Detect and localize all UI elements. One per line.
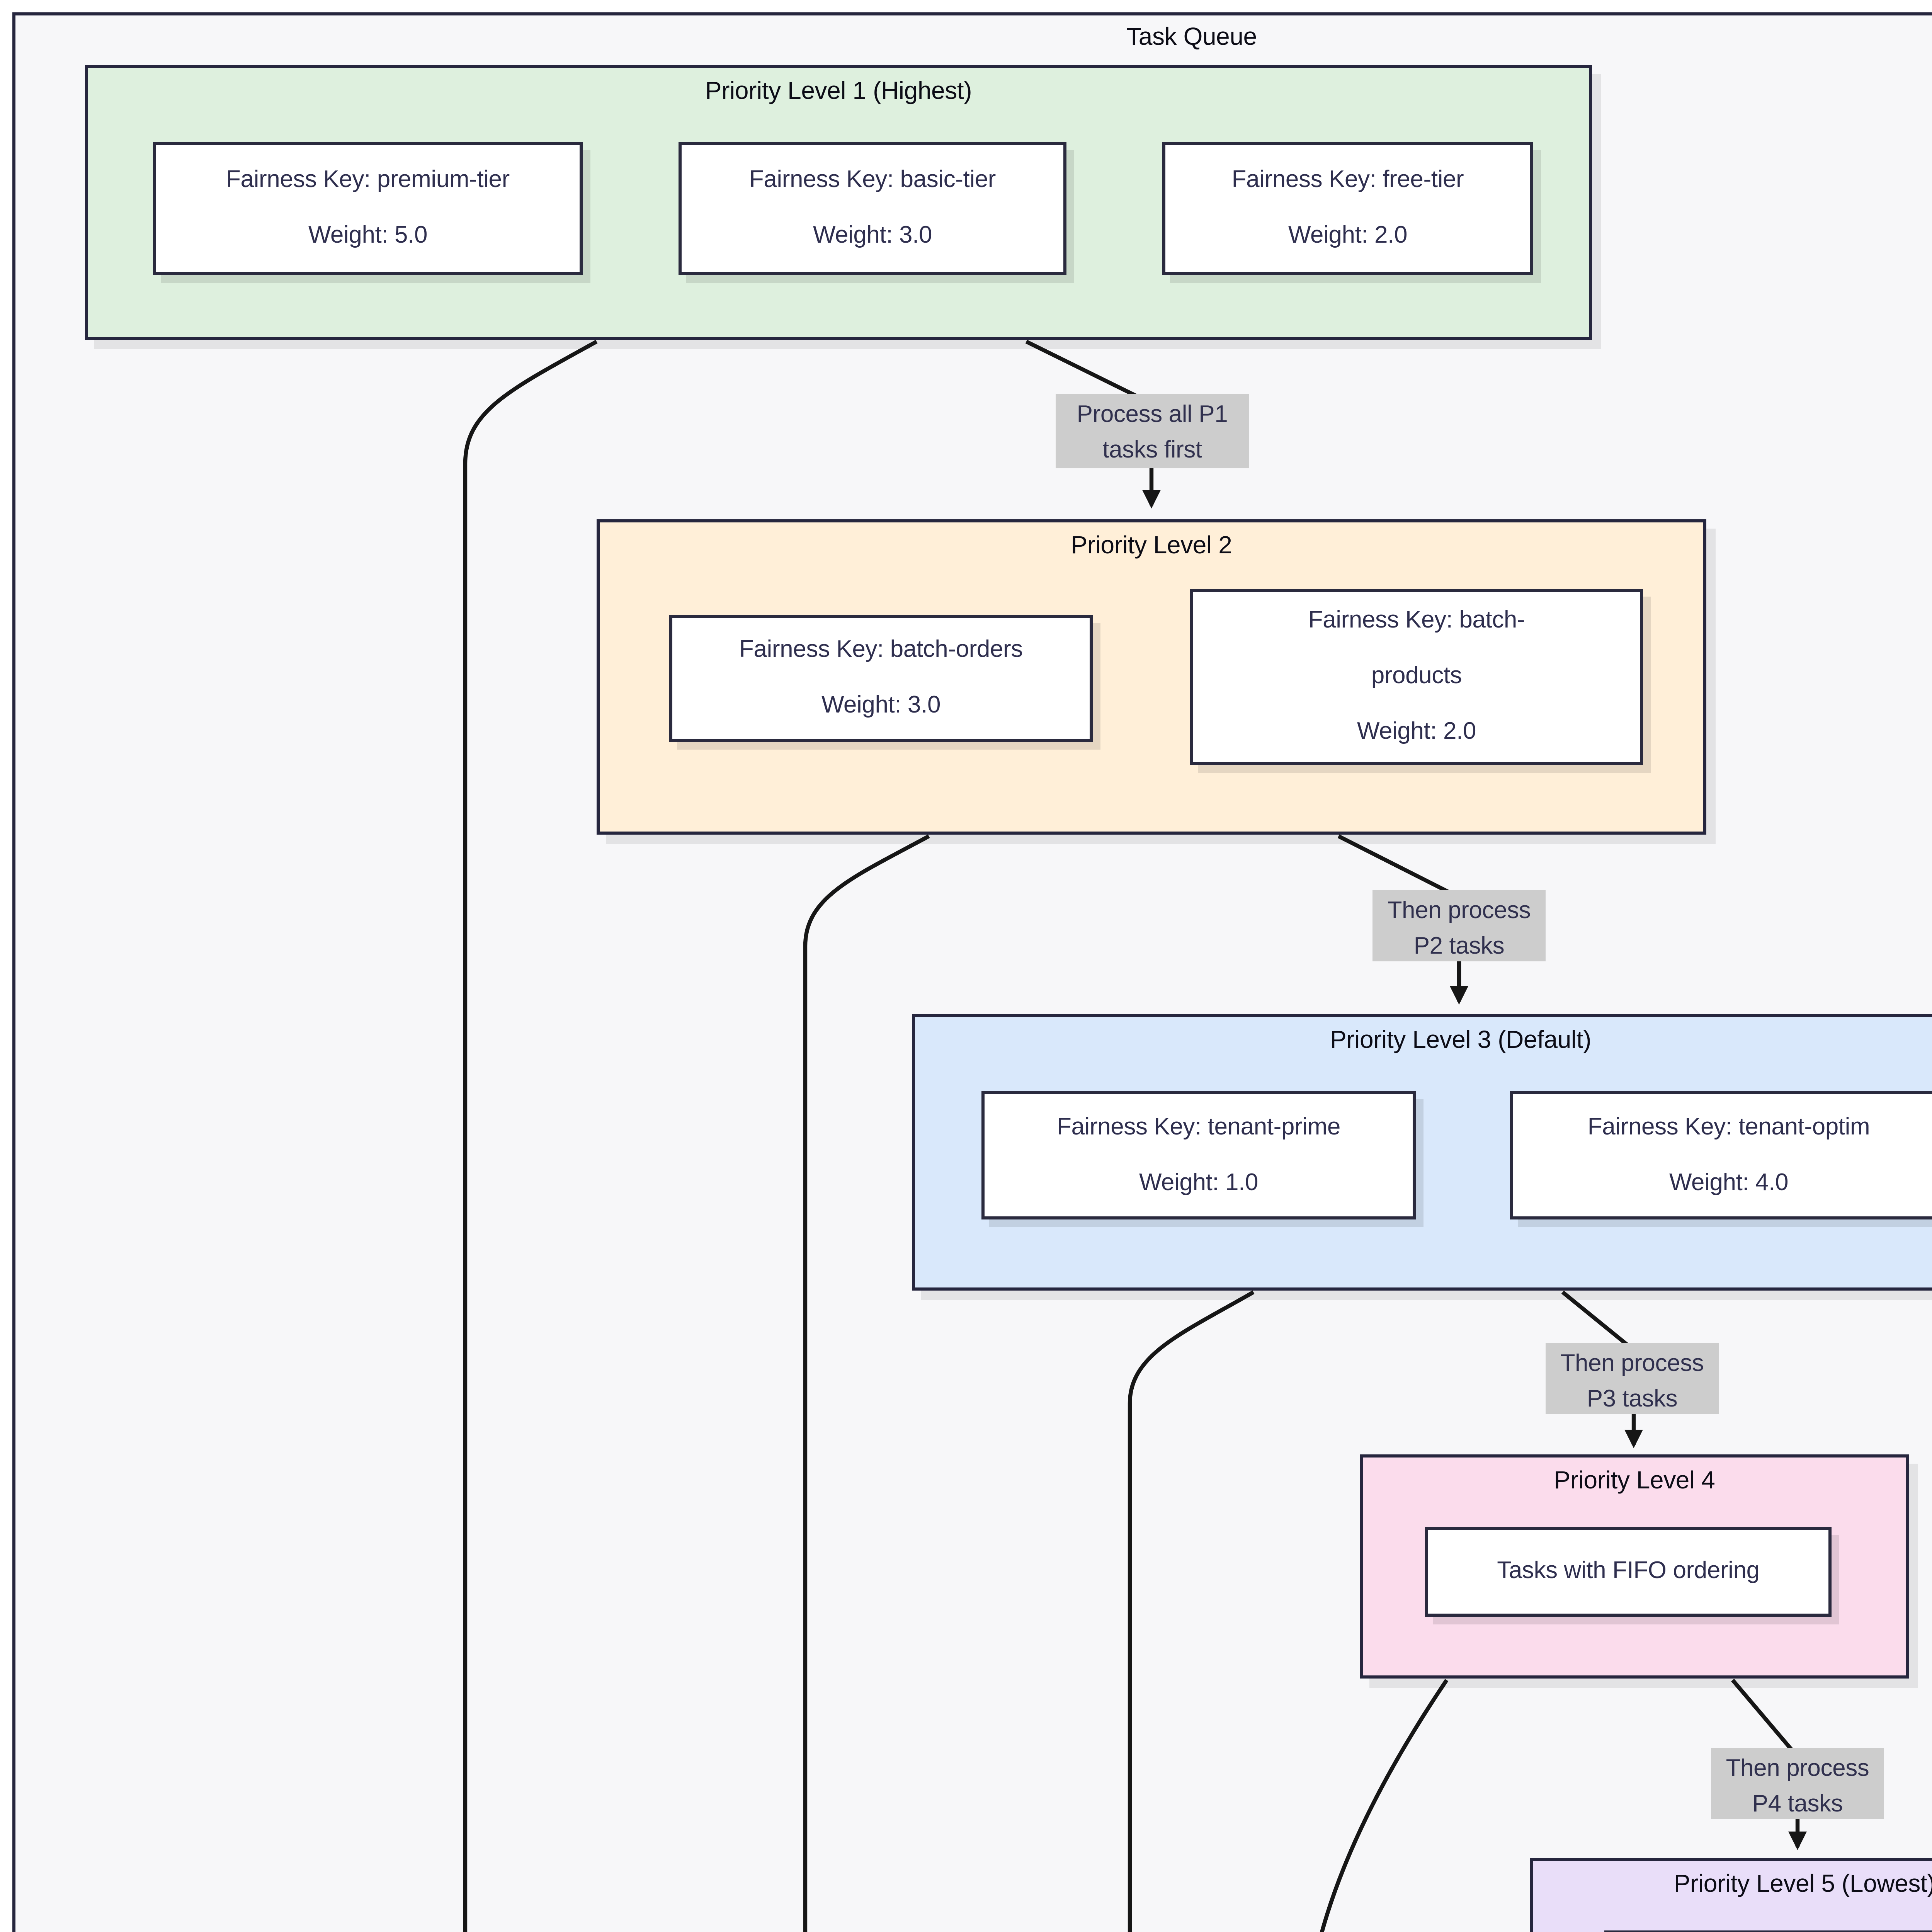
edge-label-line: P2 tasks — [1413, 933, 1505, 959]
p3-item-tenant-prime: Fairness Key: tenant-prime Weight: 1.0 — [981, 1091, 1416, 1219]
priority-level-4-title: Priority Level 4 — [1554, 1468, 1715, 1495]
weight-label: Weight: 4.0 — [1669, 1169, 1789, 1196]
weight-label: Weight: 3.0 — [821, 692, 941, 719]
p2-item-batch-products: Fairness Key: batch-products Weight: 2.0 — [1190, 589, 1643, 765]
weight-label: Weight: 2.0 — [1357, 719, 1476, 745]
fairness-key-label: Fairness Key: free-tier — [1231, 167, 1464, 193]
fairness-key-label: Fairness Key: premium-tier — [226, 167, 510, 193]
priority-level-3-title: Priority Level 3 (Default) — [1330, 1028, 1592, 1054]
p1-item-free-tier: Fairness Key: free-tier Weight: 2.0 — [1162, 142, 1533, 275]
weight-label: Weight: 3.0 — [813, 223, 932, 249]
p3-item-tenant-optim: Fairness Key: tenant-optim Weight: 4.0 — [1510, 1091, 1932, 1219]
p4-item-fifo: Tasks with FIFO ordering — [1425, 1527, 1832, 1617]
edge-label-line: P3 tasks — [1587, 1386, 1678, 1412]
p1-item-basic-tier: Fairness Key: basic-tier Weight: 3.0 — [679, 142, 1066, 275]
priority-level-2-box: Priority Level 2 Fairness Key: batch-ord… — [597, 519, 1706, 835]
edge-label-process-p2: Then process P2 tasks — [1372, 890, 1546, 961]
edge-label-line: Process all P1 — [1077, 402, 1228, 428]
p2-item-batch-orders: Fairness Key: batch-orders Weight: 3.0 — [669, 615, 1093, 742]
priority-level-1-title: Priority Level 1 (Highest) — [705, 79, 972, 105]
priority-level-2-title: Priority Level 2 — [1071, 533, 1232, 560]
fairness-key-label: Fairness Key: batch-orders — [739, 637, 1023, 663]
edge-label-line: Then process — [1387, 898, 1531, 924]
edge-label-process-p4: Then process P4 tasks — [1711, 1748, 1884, 1819]
weight-label: Weight: 5.0 — [308, 223, 428, 249]
priority-level-5-box: Priority Level 5 (Lowest) Tasks with FIF… — [1530, 1858, 1932, 1932]
priority-level-5-title: Priority Level 5 (Lowest) — [1673, 1872, 1932, 1898]
edge-label-line: Then process — [1726, 1756, 1869, 1782]
fairness-key-label: Fairness Key: tenant-optim — [1587, 1114, 1870, 1140]
priority-level-4-box: Priority Level 4 Tasks with FIFO orderin… — [1360, 1454, 1909, 1679]
weight-label: Weight: 1.0 — [1139, 1169, 1259, 1196]
edge-label-process-p3: Then process P3 tasks — [1546, 1343, 1719, 1414]
p1-item-premium-tier: Fairness Key: premium-tier Weight: 5.0 — [153, 142, 583, 275]
edge-label-line: P4 tasks — [1752, 1791, 1843, 1817]
edge-label-line: Then process — [1560, 1351, 1704, 1377]
weight-label: Weight: 2.0 — [1288, 223, 1408, 249]
p5-item-fifo: Tasks with FIFO ordering — [1604, 1930, 1932, 1932]
edge-label-process-p1: Process all P1 tasks first — [1056, 394, 1249, 468]
fairness-key-label: Fairness Key: tenant-prime — [1057, 1114, 1340, 1140]
priority-level-3-box: Priority Level 3 (Default) Fairness Key:… — [912, 1014, 1932, 1291]
priority-level-1-box: Priority Level 1 (Highest) Fairness Key:… — [85, 65, 1592, 340]
fairness-key-label: Fairness Key: basic-tier — [749, 167, 996, 193]
fairness-key-label: Fairness Key: batch-products — [1308, 607, 1525, 689]
edge-label-line: tasks first — [1102, 437, 1202, 463]
fifo-ordering-label: Tasks with FIFO ordering — [1497, 1558, 1760, 1584]
task-queue-title: Task Queue — [1126, 25, 1257, 51]
